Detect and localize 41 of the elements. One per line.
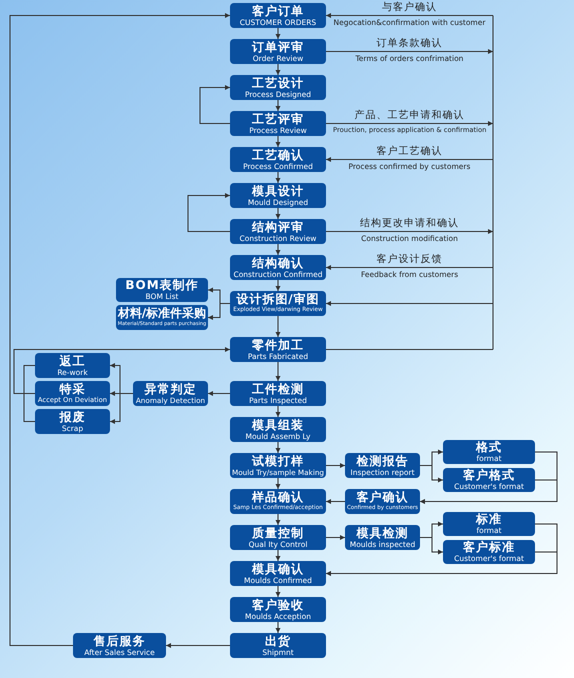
arrow	[326, 121, 494, 126]
arrow	[420, 480, 558, 504]
arrow	[326, 229, 494, 234]
arrow	[326, 49, 494, 54]
arrow	[276, 622, 280, 634]
arrow	[276, 100, 280, 112]
arrow	[110, 393, 134, 424]
arrow	[166, 643, 230, 648]
arrow	[326, 463, 346, 468]
arrow	[276, 442, 280, 454]
arrow	[326, 13, 494, 18]
arrow	[326, 499, 346, 504]
arrow	[200, 85, 230, 124]
arrow	[326, 157, 494, 162]
connector-line	[24, 365, 36, 422]
arrow	[10, 13, 230, 646]
arrow	[276, 316, 280, 338]
arrow	[208, 303, 230, 320]
arrow	[14, 347, 230, 394]
arrow	[276, 550, 280, 562]
arrow	[208, 391, 230, 396]
arrow	[276, 172, 280, 184]
arrow	[276, 208, 280, 220]
arrow	[420, 537, 444, 554]
arrow	[276, 362, 280, 382]
arrow	[276, 586, 280, 598]
arrow	[276, 406, 280, 418]
connector-line	[326, 349, 494, 350]
arrow	[276, 478, 280, 490]
arrow	[276, 136, 280, 148]
arrow	[326, 265, 494, 270]
arrow	[420, 465, 444, 482]
arrow	[276, 514, 280, 526]
arrow	[276, 280, 280, 292]
arrow	[276, 64, 280, 76]
arrow	[276, 28, 280, 40]
arrow	[326, 301, 494, 306]
arrow	[326, 535, 346, 540]
arrow	[188, 193, 230, 232]
arrow	[276, 244, 280, 256]
arrow	[326, 552, 558, 576]
